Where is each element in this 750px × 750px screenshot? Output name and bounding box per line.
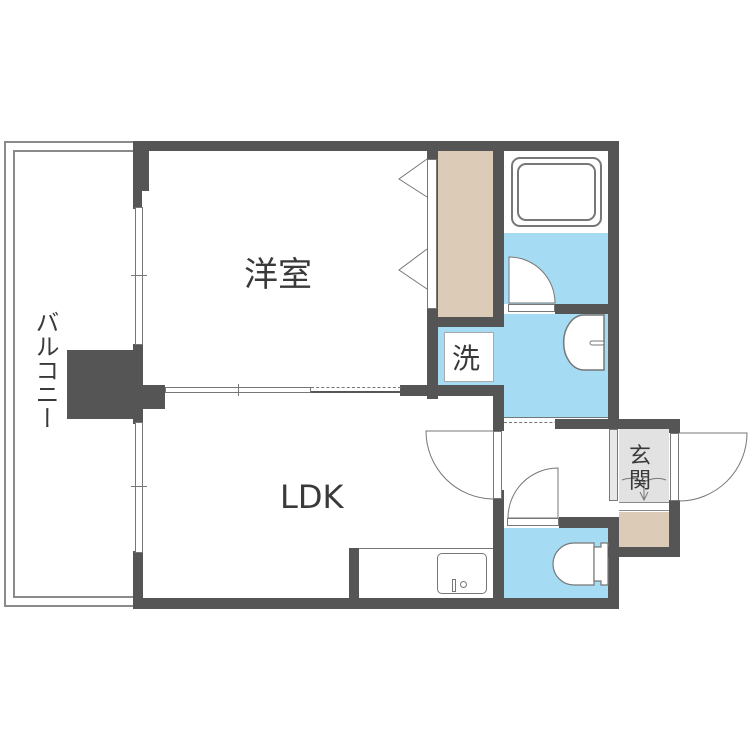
wall-entrance-right-top [669,419,680,433]
western-room-label: 洋室 [244,255,312,295]
front-door-frame [670,433,679,501]
wall-washroom-bottom [555,419,619,429]
wall-left-column-2 [133,344,143,424]
wall-laundry-bottom [427,385,504,396]
front-door-swing-icon[interactable] [678,432,749,503]
entrance-label-bottom: 関 [629,469,652,494]
bathtub-inner [517,163,596,221]
entrance-left-frame [609,429,618,501]
wall-closet-bottom [427,317,504,327]
wall-top [133,141,619,151]
toilet-icon [552,542,609,586]
window-ldk [135,422,143,553]
bathtub-icon [511,157,602,227]
toilet-door-sill [507,518,559,526]
wall-right-bath [608,141,619,419]
wall-entrance-bottom [608,547,680,557]
closet [438,151,493,317]
ldk-door-frame [493,431,502,499]
wall-kitchen-left [349,548,359,603]
entrance-arrow-icon [621,477,667,502]
entrance-step [619,502,669,511]
kitchen-sink-icon [437,553,487,594]
balcony-inner-rail [13,150,136,598]
window-sash-mark [131,275,147,276]
sliding-door-open-track [311,387,401,393]
kitchen-counter [359,548,493,598]
wall-entrance-right [669,500,680,557]
window-western-room [135,207,143,345]
ldk-label: LDK [280,478,344,516]
sliding-door-divider [238,384,239,396]
wall-left-column-stub [143,385,165,409]
wall-bottom [133,598,619,609]
wall-left-lower [133,551,143,609]
toilet-door-swing-icon[interactable] [507,467,559,521]
wall-left-upper-2 [133,141,142,209]
kitchen-faucet-icon [452,579,456,592]
closet-door[interactable] [427,159,437,309]
closet-door-swing-icon [398,158,428,290]
kitchen-drain-icon [460,581,467,588]
wall-left-column [67,350,143,419]
wall-closet-right [493,141,504,431]
wall-bath-bottom [555,304,619,314]
wall-right-toilet [608,527,619,609]
wall-toilet-top [559,517,619,528]
ldk-door-swing-icon[interactable] [425,430,494,501]
shoe-storage [619,512,669,547]
bath-door-sill [508,304,555,312]
balcony [4,141,136,607]
wall-hall-left [493,490,504,609]
washing-machine-space [444,332,494,382]
window-sash-mark-2 [131,486,147,487]
laundry-label: 洗 [452,342,481,375]
balcony-label: バルコニー [28,310,59,430]
bath-door-swing-icon[interactable] [508,256,558,306]
entrance-label-top: 玄 [629,444,652,469]
washbasin-icon [562,314,605,371]
balcony-label-text: バルコニー [31,310,59,430]
wall-entrance-top [608,419,680,429]
